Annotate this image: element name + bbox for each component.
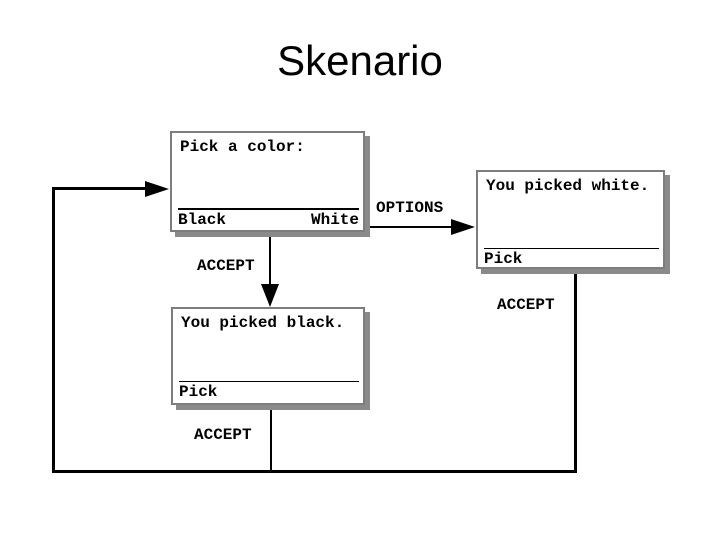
arrowhead-right-icon	[451, 219, 475, 235]
screen-body-text: Pick a color:	[180, 138, 305, 156]
edge-label-options: OPTIONS	[376, 199, 444, 217]
arrowhead-right-icon	[145, 181, 169, 197]
loop-line-left	[52, 187, 55, 473]
softkey-right: White	[310, 211, 359, 229]
slide-title: Skenario	[277, 37, 443, 84]
edge-label-accept-to-black: ACCEPT	[197, 257, 255, 275]
screen-body-text: You picked black.	[181, 314, 345, 332]
edge-label-accept-black-loop: ACCEPT	[194, 426, 252, 444]
phone-screen-picked-white: You picked white. Pick	[476, 170, 665, 269]
loop-line-right	[574, 272, 577, 473]
softkey-left: Pick	[179, 383, 218, 401]
phone-screen-pick-color: Pick a color: Black White	[170, 131, 365, 232]
phone-screen-picked-black: You picked black. Pick	[171, 307, 365, 405]
options-edge-line	[369, 226, 455, 228]
screen-body-text: You picked white.	[486, 177, 650, 195]
softkey-bar: Pick	[179, 381, 359, 401]
accept-edge-line	[269, 236, 271, 288]
softkey-left: Black	[178, 211, 227, 229]
arrowhead-down-icon	[261, 284, 279, 307]
softkey-left: Pick	[484, 250, 523, 268]
softkey-bar: Black White	[178, 208, 359, 229]
loop-line-top	[52, 187, 148, 190]
loop-line-bottom	[52, 470, 577, 473]
softkey-bar: Pick	[484, 248, 659, 268]
edge-label-accept-white-loop: ACCEPT	[497, 296, 555, 314]
black-screen-loop-line	[270, 408, 272, 470]
